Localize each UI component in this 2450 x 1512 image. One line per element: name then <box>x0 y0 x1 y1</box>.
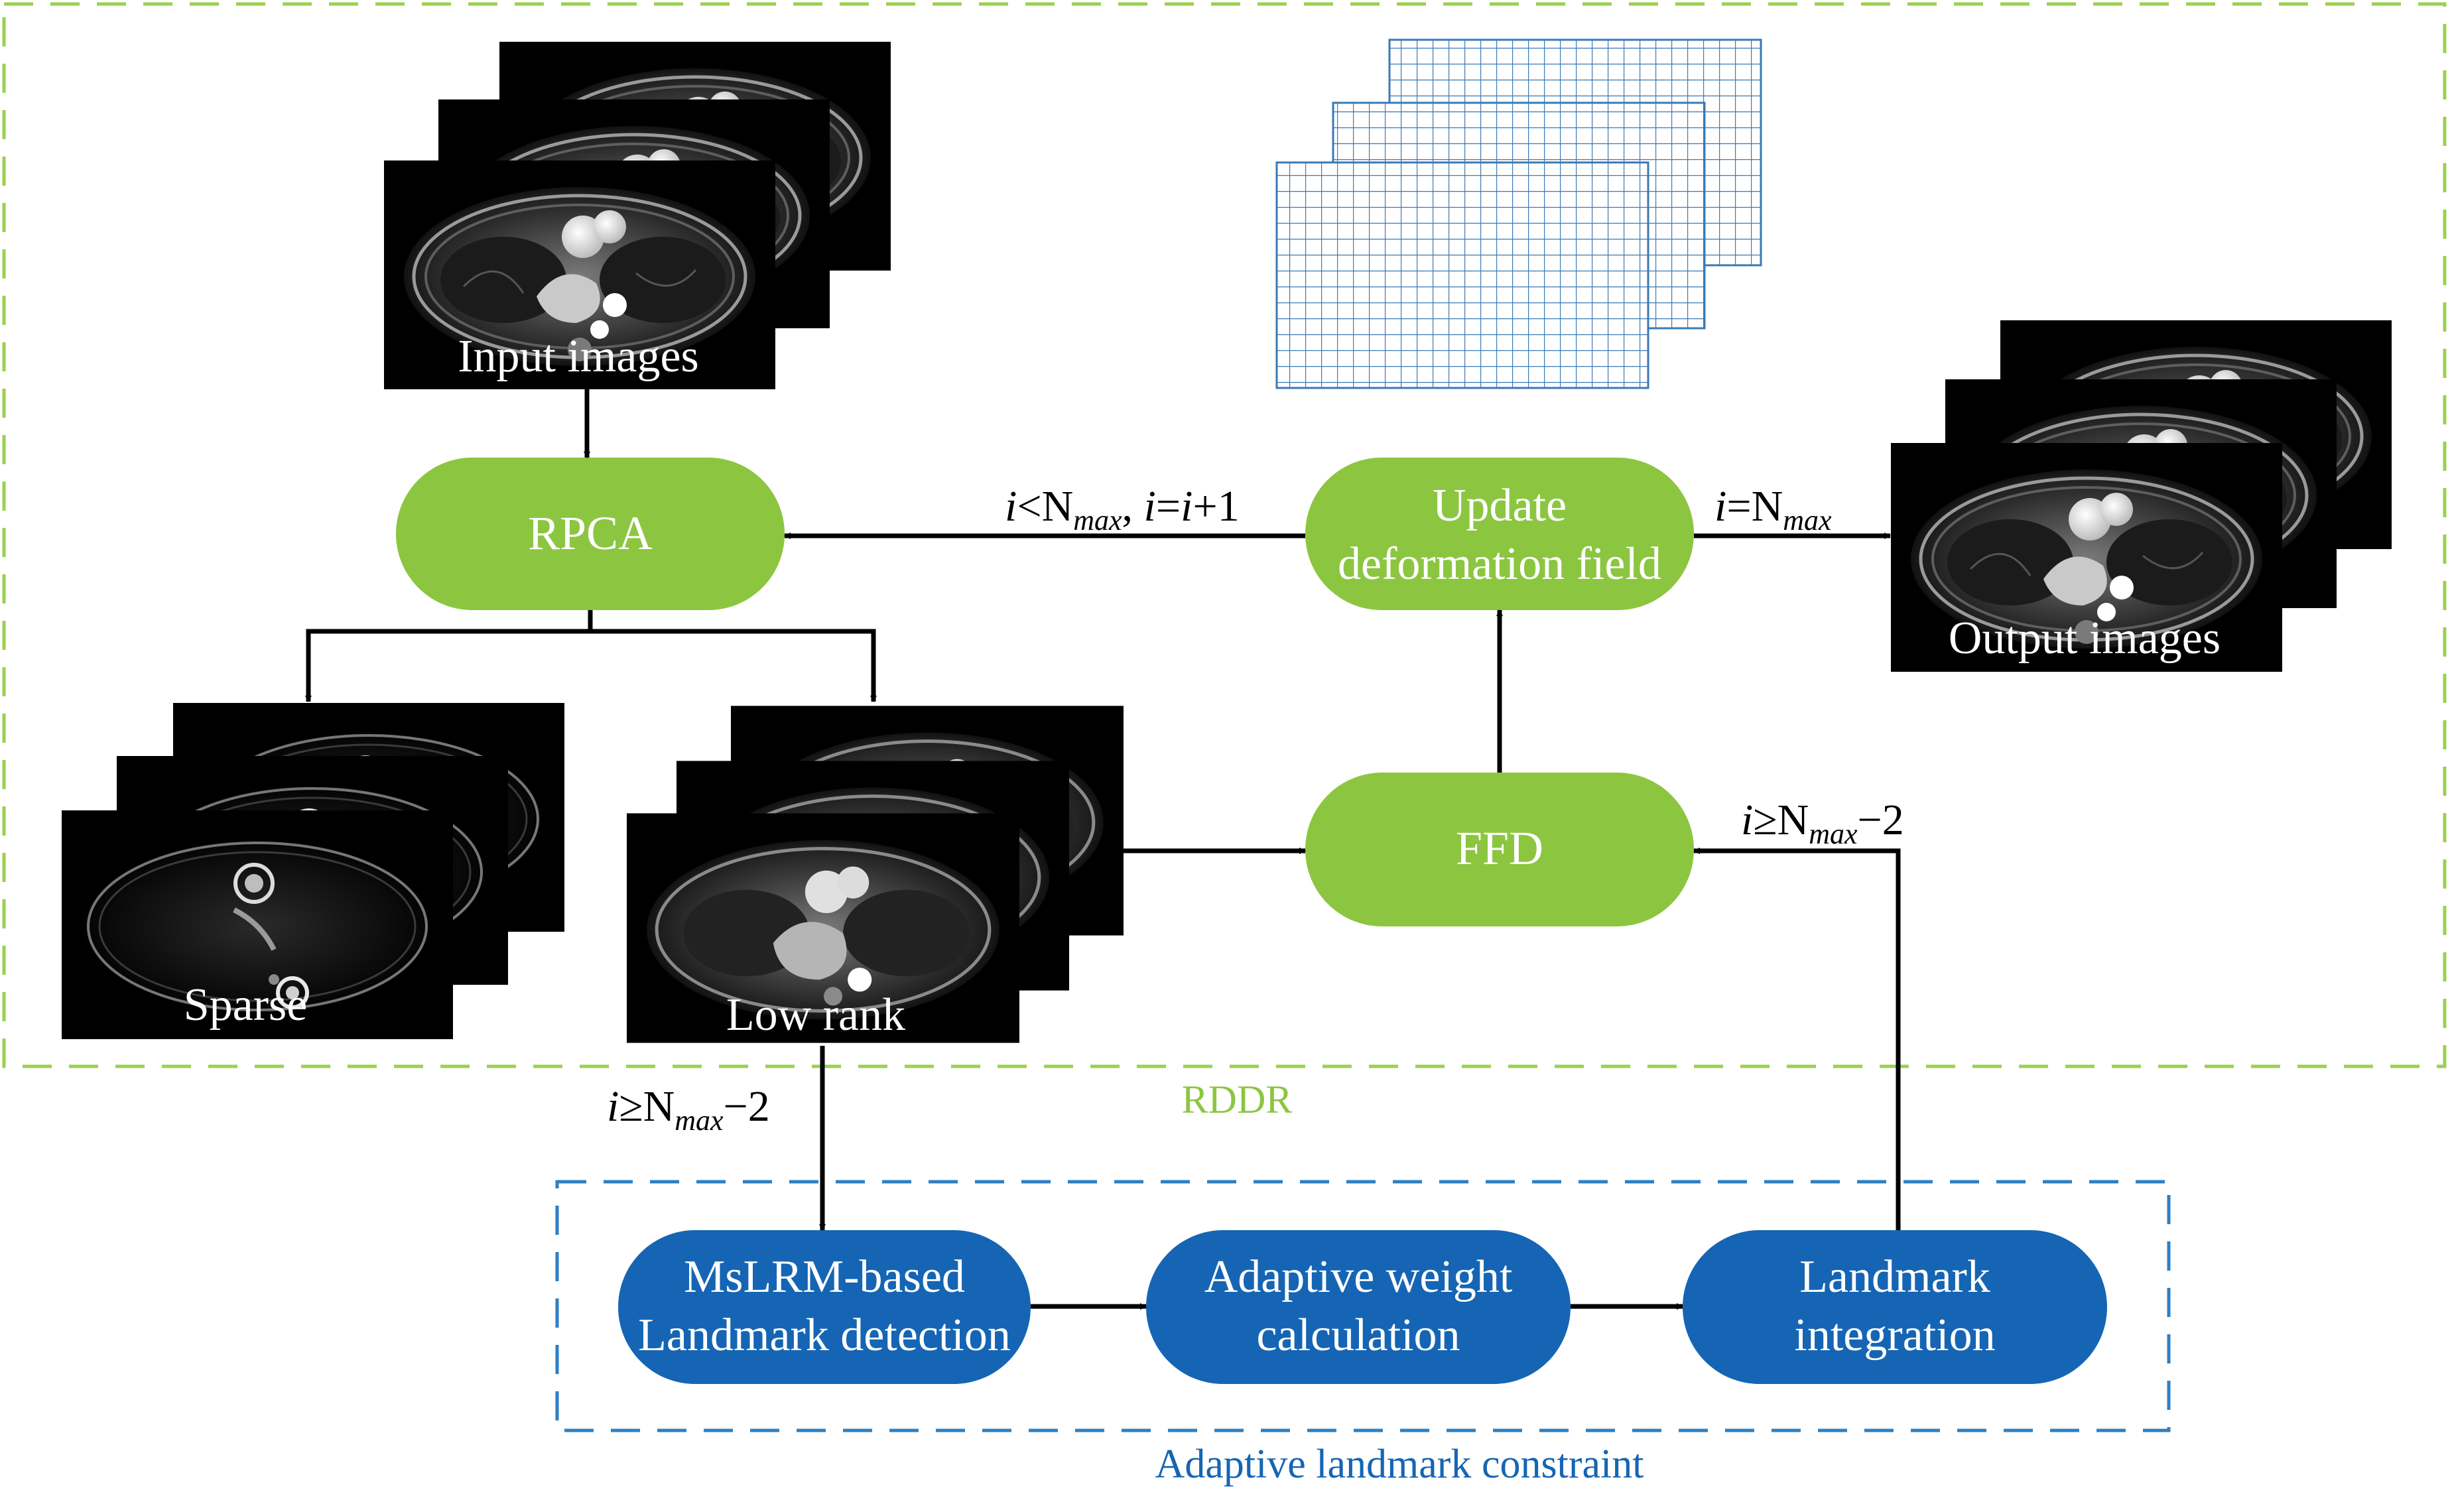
adaptive-landmark-frame <box>555 1180 2171 1432</box>
rddr-frame <box>2 2 2447 1068</box>
rpca-label: RPCA <box>528 507 653 560</box>
input-images-label: Input images <box>458 331 699 382</box>
mslrm-label-line1: MsLRM-based <box>684 1251 965 1302</box>
rpca-node[interactable]: RPCA <box>396 458 785 610</box>
input-images-stack: Input images <box>384 42 891 389</box>
adaptive-weight-label-line1: Adaptive weight <box>1204 1251 1513 1302</box>
ffd-label: FFD <box>1456 822 1543 875</box>
landmark-integration-label-line1: Landmark <box>1799 1251 1990 1302</box>
adaptive-weight-label-line2: calculation <box>1256 1310 1460 1361</box>
loop-condition-label: i<Nmax, i=i+1 <box>1005 482 1240 536</box>
sparse-label: Sparse <box>184 979 308 1031</box>
lowrank-output-condition-label: i≥Nmax−2 <box>607 1082 770 1137</box>
landmark-feedback-connector <box>1693 848 1901 1230</box>
landmark-integration-node[interactable]: Landmark integration <box>1683 1230 2107 1384</box>
adaptive-weight-node[interactable]: Adaptive weight calculation <box>1146 1230 1571 1384</box>
rpca-split-connector <box>590 629 877 702</box>
rpca-split-connector <box>305 610 593 702</box>
low-rank-label: Low rank <box>726 989 905 1040</box>
ffd-input-condition-label: i≥Nmax−2 <box>1741 796 1904 850</box>
update-label-line1: Update <box>1433 480 1567 531</box>
sparse-stack: Sparse <box>62 703 564 1039</box>
mslrm-landmark-detection-node[interactable]: MsLRM-based Landmark detection <box>618 1230 1031 1384</box>
update-label-line2: deformation field <box>1338 538 1661 590</box>
deformation-grid-icon <box>1275 38 1762 389</box>
landmark-integration-label-line2: integration <box>1794 1310 1995 1361</box>
mslrm-label-line2: Landmark detection <box>638 1310 1011 1361</box>
rddr-frame-label: RDDR <box>1182 1078 1293 1121</box>
update-deformation-node[interactable]: Update deformation field <box>1305 458 1694 610</box>
ffd-node[interactable]: FFD <box>1305 773 1694 926</box>
output-images-stack: Output images <box>1891 320 2392 672</box>
output-images-label: Output images <box>1949 613 2221 664</box>
low-rank-stack: Low rank <box>627 706 1124 1042</box>
exit-condition-label: i=Nmax <box>1714 482 1832 536</box>
adaptive-frame-label: Adaptive landmark constraint <box>1155 1442 1644 1487</box>
